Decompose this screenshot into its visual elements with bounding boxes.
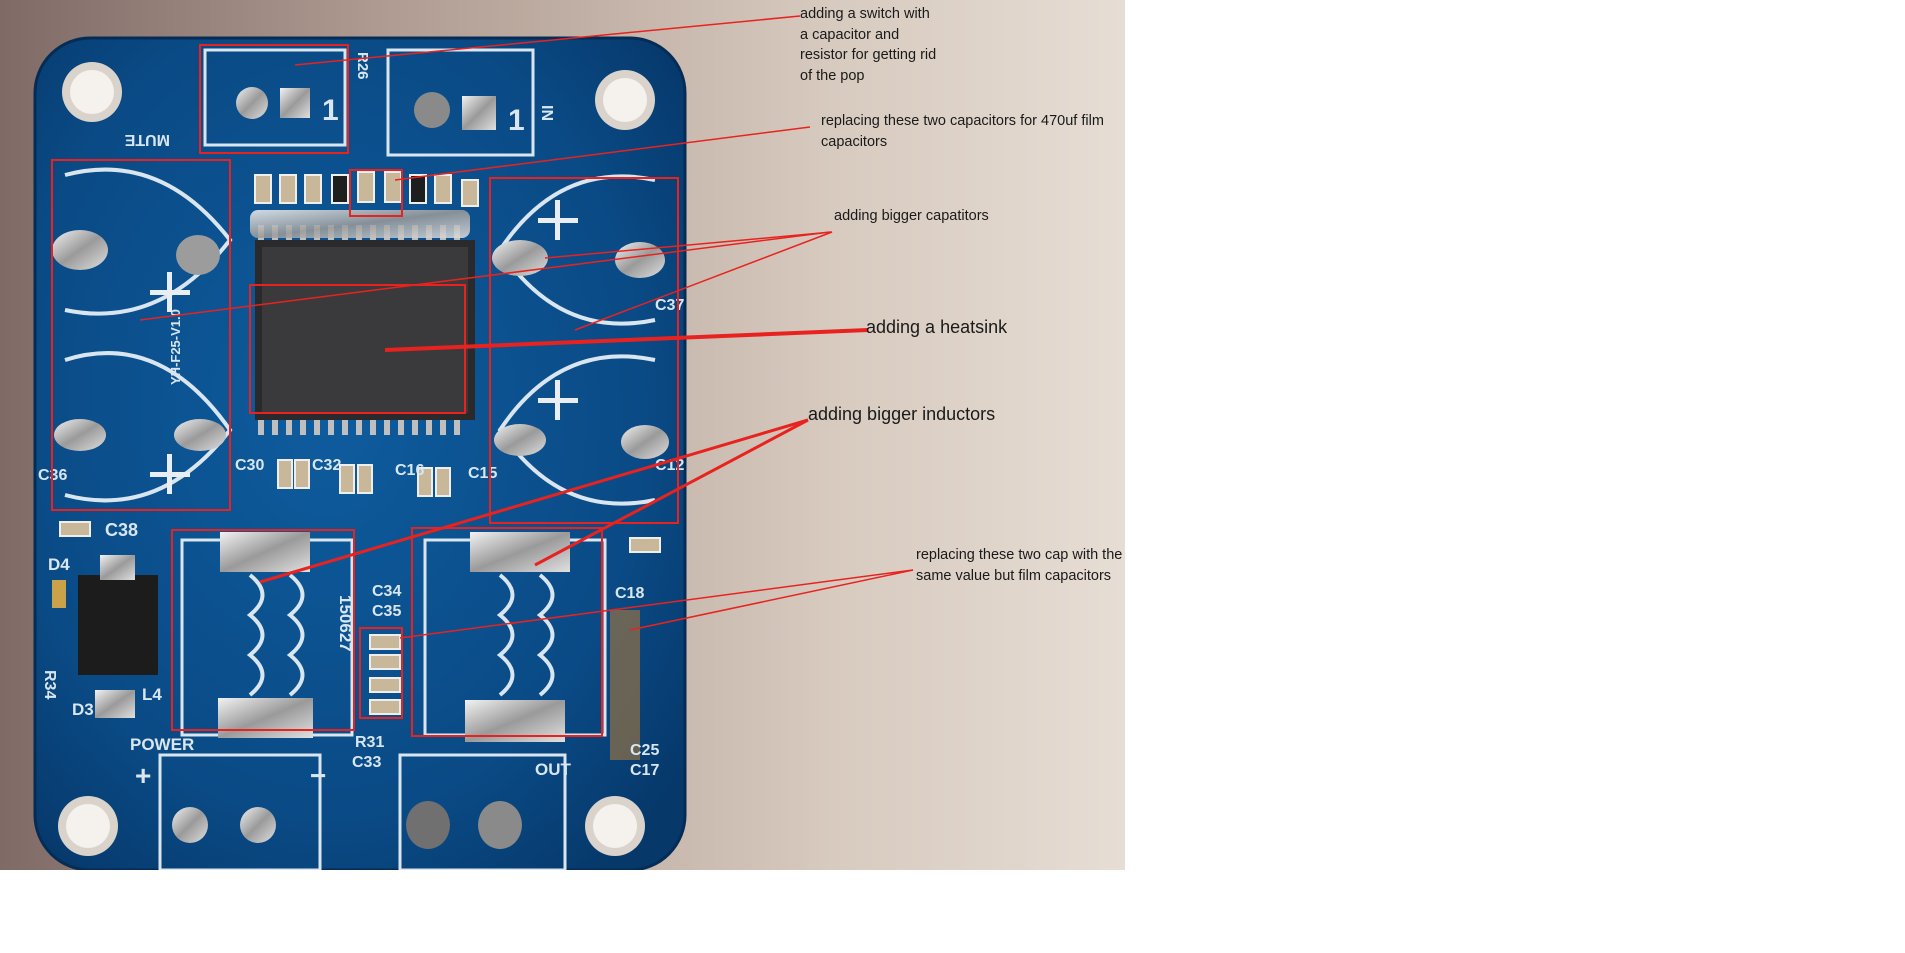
input-connector: [386, 48, 535, 157]
film-cap-rework: [610, 610, 640, 760]
box-right-caps: [489, 177, 679, 524]
annotation-switch: adding a switch with a capacitor and res…: [800, 6, 937, 84]
annotation-boxes: [51, 44, 679, 737]
box-inductor-right: [411, 527, 603, 737]
annotation-film-same: replacing these two cap with the same va…: [916, 547, 1123, 584]
box-inductor-left: [171, 529, 355, 731]
output-connector: [398, 753, 567, 870]
annotation-heatsink: adding a heatsink: [866, 317, 1008, 337]
power-connector: [158, 753, 322, 870]
c35-label: C35: [372, 603, 401, 620]
mounting-holes: [58, 62, 655, 856]
power-label: POWER: [130, 735, 194, 754]
in-label: IN: [538, 105, 555, 121]
box-left-caps: [51, 159, 231, 511]
smd-components: [59, 171, 661, 715]
diode-d3: [78, 555, 158, 718]
c16-label: C16: [395, 462, 424, 479]
c30-label: C30: [235, 457, 264, 474]
diode-d4: [52, 580, 66, 608]
r26-label: R26: [354, 52, 371, 80]
mute-connector: [203, 48, 347, 147]
c33-label: C33: [352, 754, 381, 771]
r34-label: R34: [41, 670, 58, 699]
c18-label: C18: [615, 585, 644, 602]
pcb-photo: MUTE IN R26 1 1 C38 D4 D3 R34 L4 POWER +…: [0, 0, 1125, 870]
annotation-film-470: replacing these two capacitors for 470uf…: [821, 113, 1104, 150]
code-label: 150627: [336, 595, 355, 652]
pcb-board: MUTE IN R26 1 1 C38 D4 D3 R34 L4 POWER +…: [33, 36, 687, 870]
box-mute-switch: [199, 44, 349, 154]
c32-label: C32: [312, 457, 341, 474]
inductor-l4: [180, 532, 354, 738]
version-label: YH-F25-V1.0: [168, 309, 183, 385]
d3-label: D3: [72, 700, 94, 719]
l4-label: L4: [142, 685, 162, 704]
box-film-470: [349, 169, 403, 217]
c37-label: C37: [655, 297, 684, 314]
box-heatsink: [249, 284, 466, 414]
capacitor-plus-marks: [150, 200, 578, 494]
c17-label: C17: [630, 762, 659, 779]
mute-label: MUTE: [124, 131, 170, 148]
d4-label: D4: [48, 555, 70, 574]
c38-label: C38: [105, 520, 138, 540]
pin1-right-label: 1: [508, 104, 525, 137]
solder-blobs: [52, 230, 669, 459]
power-plus-label: +: [135, 760, 151, 791]
c25-label: C25: [630, 742, 659, 759]
annotation-inductors: adding bigger inductors: [808, 404, 996, 424]
c15-label: C15: [468, 465, 497, 482]
power-minus-label: −: [310, 760, 326, 791]
box-film-same: [359, 627, 403, 719]
c34-label: C34: [372, 583, 401, 600]
pin1-left-label: 1: [322, 94, 339, 127]
annotation-leaders: [139, 15, 914, 639]
amplifier-ic: [250, 210, 475, 435]
annotation-bigger-caps: adding bigger capatitors: [834, 208, 989, 224]
out-label: OUT: [535, 760, 572, 779]
r31-label: R31: [355, 734, 384, 751]
